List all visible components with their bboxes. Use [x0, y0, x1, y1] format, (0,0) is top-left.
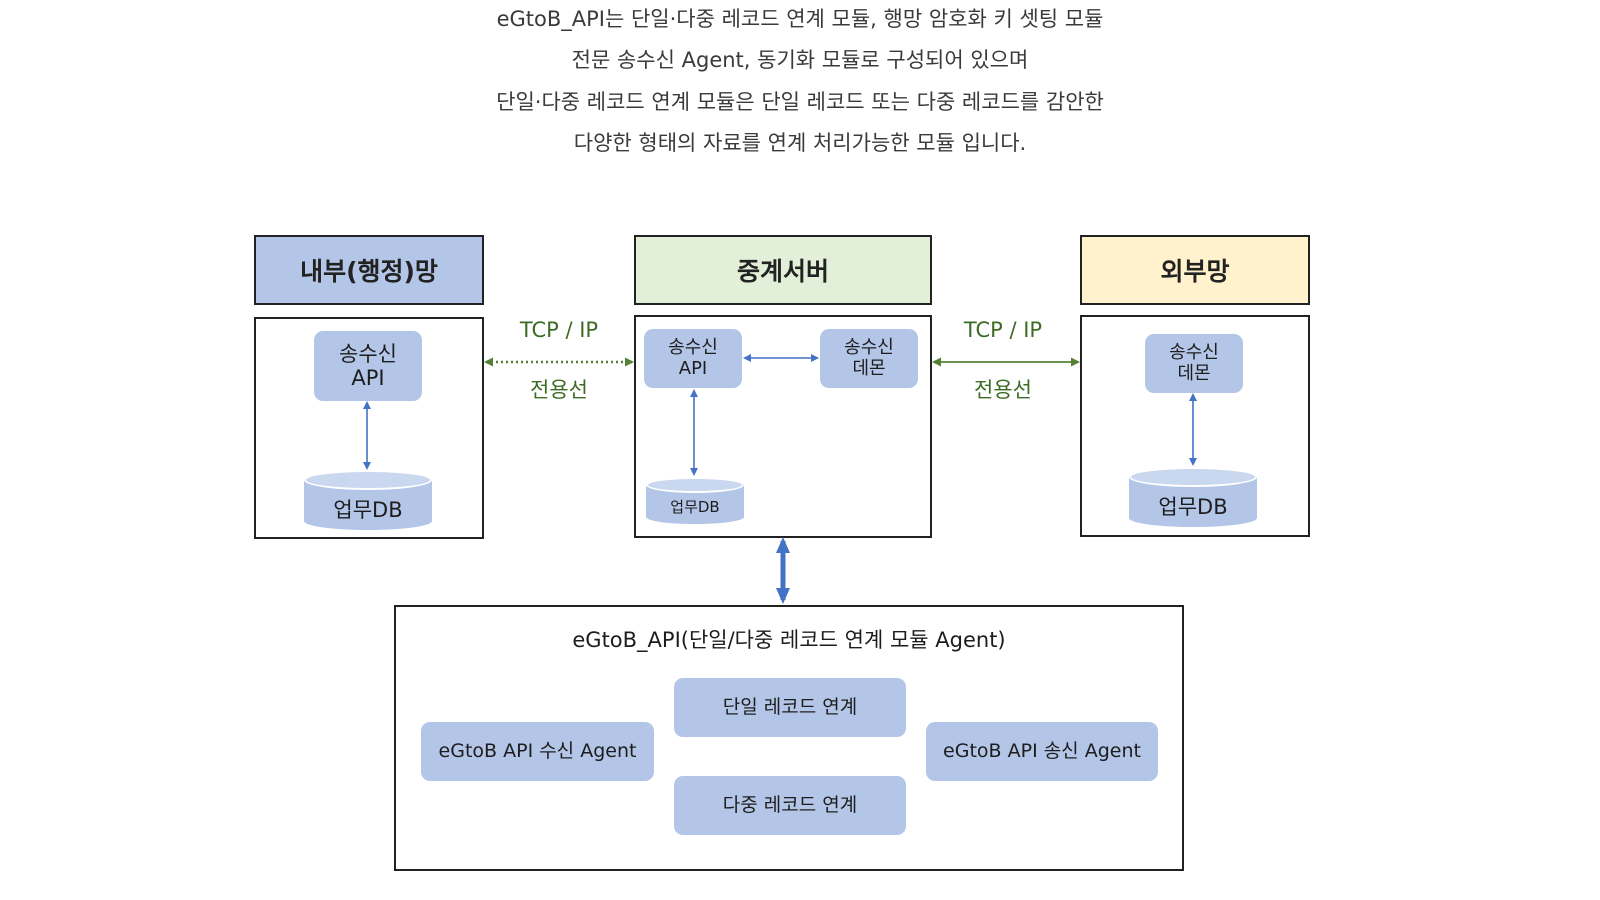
intro-line-1: eGtoB_API는 단일·다중 레코드 연계 모듈, 행망 암호화 키 셋팅 … — [496, 7, 1104, 31]
relay-send-receive-api: 송수신 API — [644, 329, 742, 388]
multi-record-label: 다중 레코드 연계 — [722, 793, 858, 816]
internal-send-receive-api: 송수신 API — [314, 331, 422, 401]
internal-db-label: 업무DB — [333, 498, 403, 522]
right-link-protocol: TCP / IP — [963, 318, 1043, 342]
intro-line-4: 다양한 형태의 자료를 연계 처리가능한 모듈 입니다. — [573, 131, 1027, 155]
single-record-label: 단일 레코드 연계 — [722, 695, 858, 718]
external-network-header: 외부망 — [1080, 235, 1310, 305]
single-record-link: 단일 레코드 연계 — [674, 678, 906, 737]
right-link-line-type: 전용선 — [974, 378, 1032, 402]
internal-api-line2: API — [351, 366, 385, 390]
relay-send-receive-daemon: 송수신 데몬 — [820, 329, 918, 388]
relay-db-label: 업무DB — [670, 498, 720, 516]
relay-daemon-line1: 송수신 — [844, 336, 894, 358]
external-business-db: 업무DB — [1129, 467, 1257, 527]
internal-network-title: 내부(행정)망 — [300, 257, 438, 286]
send-agent: eGtoB API 송신 Agent — [926, 722, 1158, 781]
agent-module-title: eGtoB_API(단일/다중 레코드 연계 모듈 Agent) — [572, 628, 1006, 652]
intro-line-2: 전문 송수신 Agent, 동기화 모듈로 구성되어 있으며 — [571, 48, 1029, 72]
relay-api-line2: API — [678, 357, 708, 379]
relay-daemon-line2: 데몬 — [852, 357, 886, 379]
external-daemon-line1: 송수신 — [1169, 341, 1219, 363]
internal-network-header: 내부(행정)망 — [254, 235, 484, 305]
relay-business-db: 업무DB — [646, 477, 744, 525]
left-link-protocol: TCP / IP — [519, 318, 599, 342]
internal-business-db: 업무DB — [304, 470, 432, 530]
receive-agent: eGtoB API 수신 Agent — [421, 722, 654, 781]
receive-agent-label: eGtoB API 수신 Agent — [438, 739, 637, 762]
external-network-title: 외부망 — [1160, 257, 1230, 286]
external-daemon-line2: 데몬 — [1177, 362, 1211, 384]
relay-api-line1: 송수신 — [668, 336, 718, 358]
external-db-label: 업무DB — [1158, 495, 1228, 519]
send-agent-label: eGtoB API 송신 Agent — [943, 739, 1141, 762]
internal-api-line1: 송수신 — [339, 341, 397, 366]
intro-line-3: 단일·다중 레코드 연계 모듈은 단일 레코드 또는 다중 레코드를 감안한 — [496, 90, 1104, 114]
relay-server-title: 중계서버 — [736, 257, 829, 286]
external-send-receive-daemon: 송수신 데몬 — [1145, 334, 1243, 393]
relay-server-header: 중계서버 — [634, 235, 932, 305]
left-link-line-type: 전용선 — [530, 378, 588, 402]
multi-record-link: 다중 레코드 연계 — [674, 776, 906, 835]
